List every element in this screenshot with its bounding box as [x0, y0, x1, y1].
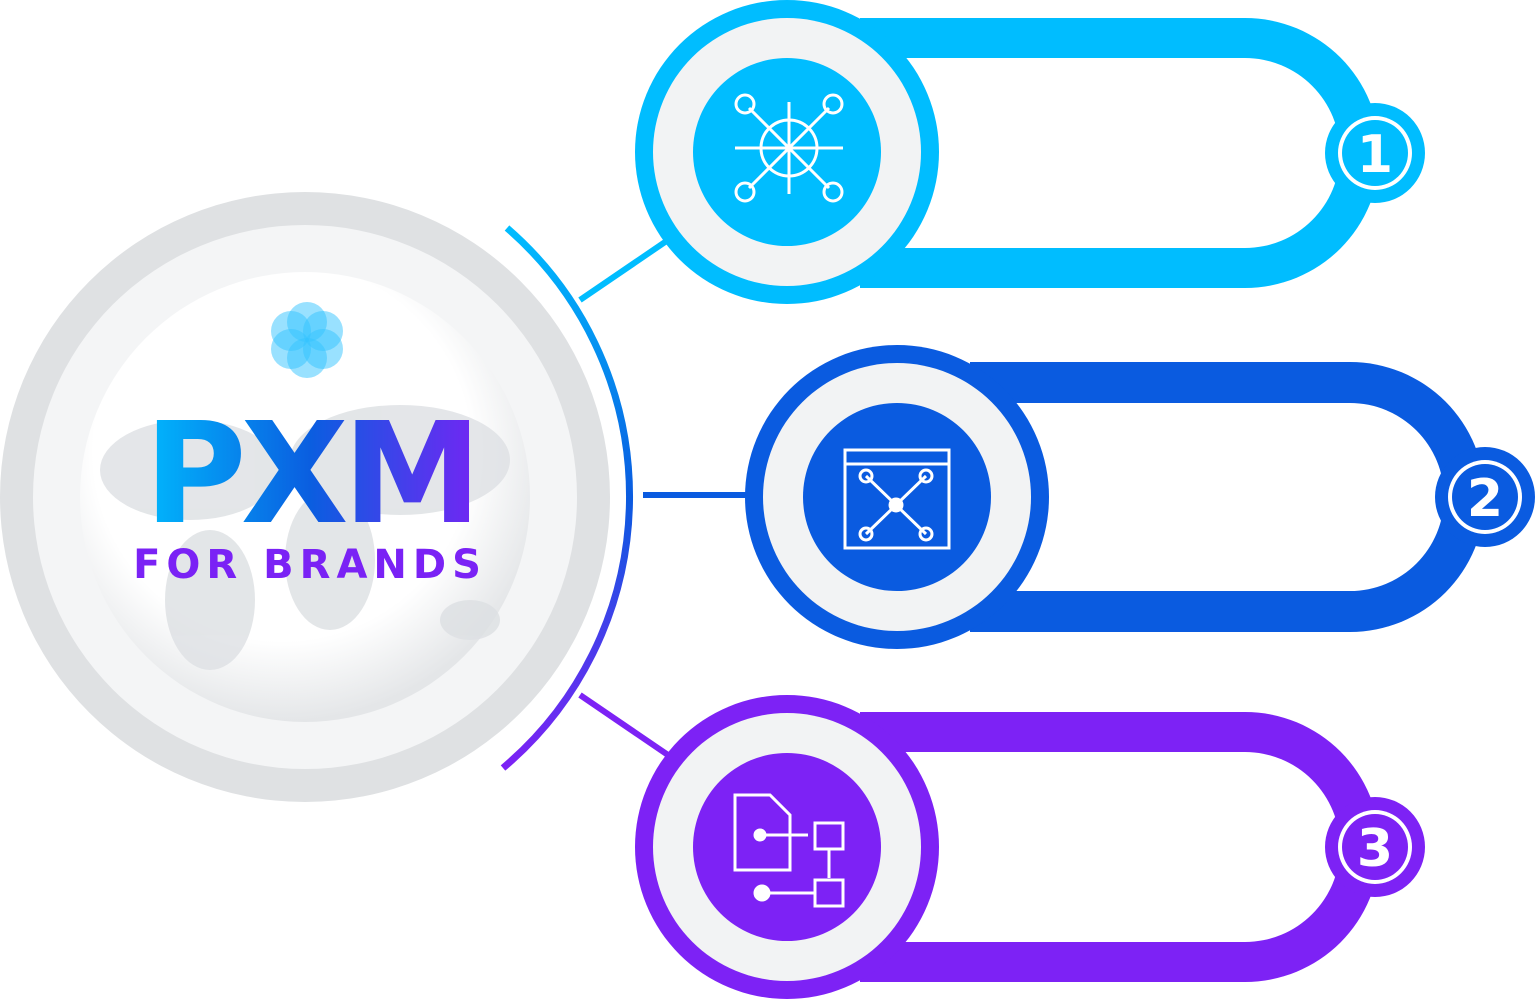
step-3: 3 [635, 695, 1425, 999]
brand-title: PXM [130, 405, 490, 545]
brand-logo: PXM FOR BRANDS [130, 405, 490, 589]
connector-arc [500, 225, 634, 771]
world-map [100, 405, 510, 670]
flower-logo-icon [271, 302, 343, 378]
workflow-board-icon [843, 448, 951, 550]
connector-1 [578, 237, 670, 303]
network-hub-icon [734, 93, 844, 203]
main-badge [0, 192, 610, 802]
step-1: 1 [635, 0, 1425, 304]
step-number: 2 [1467, 469, 1503, 529]
step-number: 3 [1357, 819, 1393, 879]
step-number: 1 [1357, 125, 1393, 185]
brand-subtitle: FOR BRANDS [133, 542, 487, 588]
connector-3 [578, 692, 670, 758]
step-2: 2 [745, 345, 1535, 649]
document-flow-icon [733, 793, 845, 908]
